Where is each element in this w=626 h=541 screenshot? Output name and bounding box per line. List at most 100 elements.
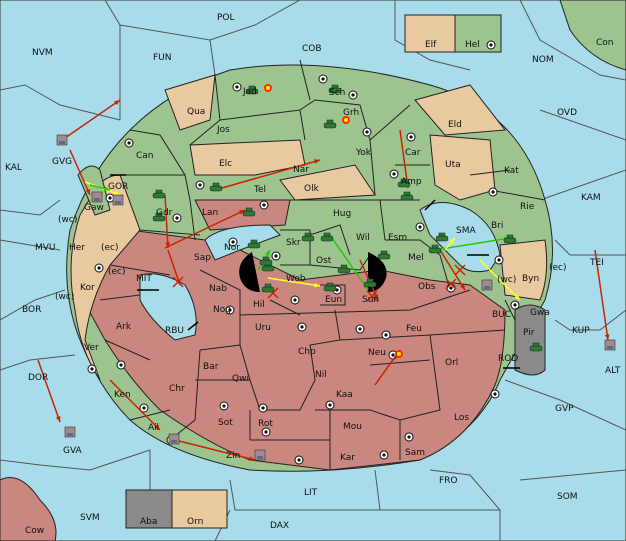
fleet-unit-icon (64, 426, 76, 438)
supply-center-icon (510, 300, 520, 310)
land-label-qwi: Qwi (232, 374, 249, 384)
land-label-ost: Ost (316, 256, 332, 266)
supply-center-icon (87, 364, 97, 374)
supply-center-icon (348, 90, 358, 100)
land-label-byn: Byn (522, 274, 539, 284)
supply-center-icon (381, 330, 391, 340)
land-label-aba: Aba (140, 517, 157, 527)
order-arrow (267, 277, 321, 288)
land-label-eun: Eun (325, 295, 342, 305)
supply-center-icon (290, 295, 300, 305)
land-label-eld: Eld (448, 120, 462, 130)
land-label-grh: Grh (343, 108, 359, 118)
land-label-kat: Kat (504, 166, 519, 176)
land-label-nor: Nor (224, 243, 240, 253)
sea-label-con: Con (596, 38, 614, 48)
sea-label-lit: LIT (304, 488, 318, 498)
chokepoint-west (239, 252, 260, 292)
fleet-unit-icon (481, 279, 493, 291)
sea-label-rbu: RBU (165, 326, 184, 336)
dislodged-marker-icon (264, 84, 272, 92)
army-unit-icon (301, 232, 315, 242)
army-unit-icon (245, 85, 259, 95)
supply-center-icon (228, 237, 238, 247)
land-label-mou: Mou (343, 422, 362, 432)
sea-label-ovd: OVD (557, 108, 577, 118)
land-label-sun: Sun (362, 295, 379, 305)
failed-order-marker (172, 276, 184, 288)
sea-label-gvg: GVG (52, 157, 72, 167)
land-label-elc: Elc (219, 159, 232, 169)
supply-center-icon (105, 193, 115, 203)
army-unit-icon (397, 178, 411, 188)
land-label-nar: Nar (293, 165, 309, 175)
land-eld (414, 84, 506, 136)
land-label-jos: Jos (216, 125, 230, 135)
supply-center-icon (486, 40, 496, 50)
land-label-los: Los (454, 413, 469, 423)
order-arrow (109, 379, 161, 431)
supply-center-icon (446, 283, 456, 293)
land-label-qua: Qua (187, 107, 205, 117)
supply-center-icon (404, 432, 414, 442)
land-label-yok: Yok (355, 148, 372, 158)
order-arrow (214, 159, 321, 191)
supply-center-icon (225, 305, 235, 315)
land-label-can: Can (136, 151, 154, 161)
supply-center-icon (261, 427, 271, 437)
land-label-nog: Nog (213, 305, 231, 315)
sea-label-nvm: NVM (32, 48, 53, 58)
order-arrow (37, 359, 61, 423)
supply-center-icon (488, 187, 498, 197)
order-arrows (37, 99, 610, 461)
supply-center-icon (232, 82, 242, 92)
army-unit-icon (323, 119, 337, 129)
failed-order-marker (445, 278, 457, 290)
land-label-nab: Nab (209, 284, 227, 294)
sea-label-dor: DOR (28, 373, 48, 383)
land-uta (429, 134, 496, 201)
supply-center-icon (195, 180, 205, 190)
sea-label-gvp: GVP (555, 404, 574, 414)
land-gaw (77, 165, 111, 216)
army-unit-icon (320, 232, 334, 242)
land-label-uta: Uta (445, 160, 461, 170)
order-arrow (174, 439, 256, 461)
supply-center-icon (318, 74, 328, 84)
army-unit-icon (242, 207, 256, 217)
supply-center-icon (494, 255, 504, 265)
sea-label-gor: GOR (108, 182, 128, 192)
land-label-sam: Sam (405, 448, 425, 458)
sea-label-som: SOM (557, 492, 578, 502)
failed-order-marker (454, 264, 466, 276)
supply-center-icon (297, 322, 307, 332)
supply-center-icon (271, 251, 281, 261)
sea-inner-north (204, 224, 281, 261)
sea-label-mit: MIT (136, 274, 152, 284)
supply-center-icon (362, 127, 372, 137)
sea-label-gva: GVA (63, 446, 83, 456)
army-unit-icon (503, 234, 517, 244)
land-label-gwa: Gwa (530, 308, 550, 318)
land-label-sch: Sch (329, 88, 345, 98)
coast-label-kor-wc: (wc) (55, 292, 74, 302)
land-label-bri: Bri (491, 221, 503, 231)
land-label-bar: Bar (203, 362, 219, 372)
supply-center-icon (139, 403, 149, 413)
supply-center-icon (258, 403, 268, 413)
army-unit-icon (152, 212, 166, 222)
supply-center-icon (490, 389, 500, 399)
order-arrow (164, 209, 246, 249)
land-label-esm: Esm (388, 233, 407, 243)
order-arrow (64, 99, 121, 139)
supply-center-icon (415, 222, 425, 232)
land-label-ver: Ver (84, 343, 99, 353)
army-unit-icon (363, 278, 377, 288)
land-label-orn: Orn (187, 517, 203, 527)
sea-label-fun: FUN (153, 53, 172, 63)
sea-label-dax: DAX (270, 521, 289, 531)
army-unit-icon (428, 244, 442, 254)
land-label-orl: Orl (445, 358, 458, 368)
